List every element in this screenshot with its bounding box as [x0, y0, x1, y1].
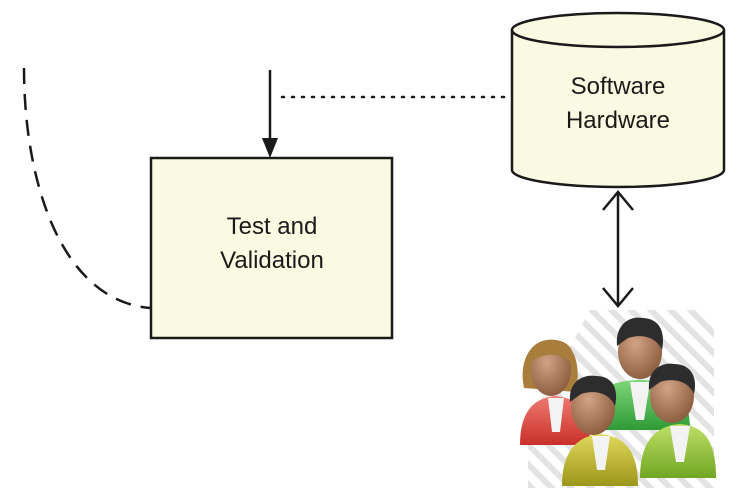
test-validation-box[interactable] — [149, 156, 394, 340]
person-lime-icon — [640, 363, 716, 478]
bidirectional-arrow — [602, 190, 634, 308]
test-validation-label: Test and Validation — [152, 210, 392, 278]
test-validation-line1: Test and — [226, 213, 318, 240]
incoming-arrow — [262, 70, 278, 158]
software-label: Software — [570, 73, 666, 100]
user-group-icon — [520, 310, 716, 488]
person-olive-icon — [562, 375, 638, 486]
dashed-curve-connector — [22, 67, 151, 310]
hardware-label: Hardware — [565, 107, 671, 134]
resource-database-label: Software Hardware — [512, 70, 724, 138]
test-validation-line2: Validation — [220, 247, 324, 274]
resource-database[interactable] — [510, 11, 726, 189]
